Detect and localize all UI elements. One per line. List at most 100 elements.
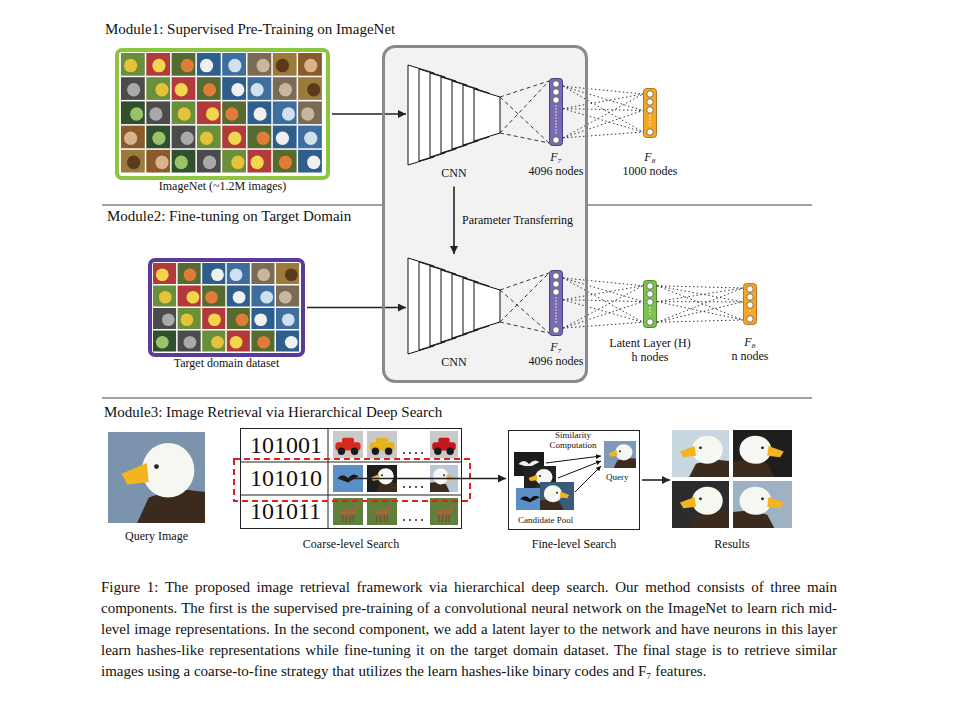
photo-subject: [156, 268, 169, 281]
photo-subject: [233, 291, 246, 304]
car-wheel: [434, 448, 441, 455]
deer-leg: [442, 515, 444, 523]
photo-tile: [121, 150, 145, 173]
node-caption: F₇: [529, 340, 584, 354]
caption-group: Latent Layer (H)h nodes: [609, 336, 690, 365]
photo-subject: [184, 268, 197, 281]
eagle-beak: [122, 463, 149, 485]
photo-subject: [127, 83, 140, 97]
deer-leg: [387, 515, 389, 523]
figure-label: Candidate Pool: [518, 515, 573, 525]
vector-body: [644, 89, 657, 138]
photo-tile: [197, 77, 221, 100]
node-caption: Fine-level Search: [532, 537, 616, 551]
neuron-ellipsis: [555, 117, 556, 118]
node-caption: Results: [714, 537, 749, 551]
ellipsis-dot: [421, 486, 423, 488]
module-heading: Module1: Supervised Pre-Training on Imag…: [105, 20, 395, 38]
results-grid: Results: [672, 430, 792, 528]
photo-subject: [200, 59, 213, 73]
photo-subject: [181, 131, 194, 145]
photo-tile: [251, 331, 274, 352]
latent-vector: Latent Layer (H)h nodes: [643, 280, 657, 328]
neuron: [553, 273, 559, 279]
photo-tile: [202, 263, 225, 284]
photo-subject: [225, 107, 238, 121]
deer-leg: [350, 515, 352, 523]
hash-code: 101011: [250, 497, 321, 526]
photo-tile: [146, 126, 170, 149]
neuron-ellipsis: [749, 310, 750, 311]
caption-group: F₈1000 nodes: [623, 150, 678, 179]
eagle-photo: [108, 432, 205, 523]
label-box: Similarity Computation: [543, 430, 603, 451]
neuron: [553, 97, 559, 103]
neuron: [747, 294, 753, 300]
photo-tile: [178, 286, 201, 307]
neuron-ellipsis: [649, 307, 650, 308]
photo-tile: [276, 263, 299, 284]
photo-subject: [203, 156, 216, 170]
car-wheel: [372, 448, 379, 455]
photo-tile: [227, 308, 250, 329]
vector-body: [550, 271, 563, 336]
neuron: [747, 286, 753, 292]
eagle-beak: [767, 497, 784, 508]
photo-tile: [202, 331, 225, 352]
photo-subject: [285, 336, 298, 349]
eagle-eye: [699, 446, 702, 449]
label-box: Query: [606, 472, 629, 482]
eagle-eye: [761, 446, 764, 449]
photo-ground: [333, 431, 363, 458]
photo-subject: [200, 131, 213, 145]
photo-ground: [672, 430, 729, 477]
photo-tile: [248, 77, 272, 100]
deer-leg: [380, 515, 382, 523]
photo-tile: [222, 101, 246, 124]
node-caption: h nodes: [609, 350, 690, 364]
caption-group: Results: [714, 537, 749, 551]
vector-shape: [549, 270, 563, 336]
photo-tile: [222, 77, 246, 100]
flow-arrow: [642, 479, 670, 481]
similarity-arrow: [546, 456, 601, 463]
photo-subject: [175, 156, 188, 170]
neuron: [747, 302, 753, 308]
caption-group: F₇4096 nodes: [529, 150, 584, 179]
photo-tile: [227, 263, 250, 284]
caption-group: F₇4096 nodes: [529, 340, 584, 369]
node-caption: 4096 nodes: [529, 164, 584, 178]
photo-tile: [197, 101, 221, 124]
photo-subject: [304, 59, 317, 73]
photo-subject: [130, 107, 143, 121]
layer-connection: [563, 86, 643, 138]
photo-tile: [227, 286, 250, 307]
photo-tile: [298, 126, 322, 149]
photo-subject: [254, 313, 267, 326]
photo-subject: [211, 268, 224, 281]
photo-tile: [197, 126, 221, 149]
photo-subject: [228, 59, 241, 73]
node-caption: Target domain dataset: [174, 356, 280, 370]
car-wheel: [351, 448, 358, 455]
node-caption: ImageNet (~1.2M images): [159, 179, 286, 193]
photo-subject: [152, 131, 165, 145]
module-separator: [102, 205, 382, 206]
photo-tile: [121, 126, 145, 149]
photo-tile: [276, 308, 299, 329]
photo-tile: [251, 308, 274, 329]
photo-subject: [127, 156, 140, 170]
photo-ground: [540, 482, 574, 510]
photo-tile: [153, 286, 176, 307]
bird-shape: [520, 496, 540, 503]
photo-subject: [236, 313, 249, 326]
neuron: [647, 291, 653, 297]
photo-subject: [155, 156, 168, 170]
node-caption: CNN: [441, 355, 466, 369]
eagle-eye: [619, 450, 621, 452]
neuron-ellipsis: [555, 105, 556, 106]
deer-neck: [450, 505, 453, 512]
label-box: Candidate Pool: [518, 515, 573, 525]
eagle-head: [378, 468, 394, 484]
